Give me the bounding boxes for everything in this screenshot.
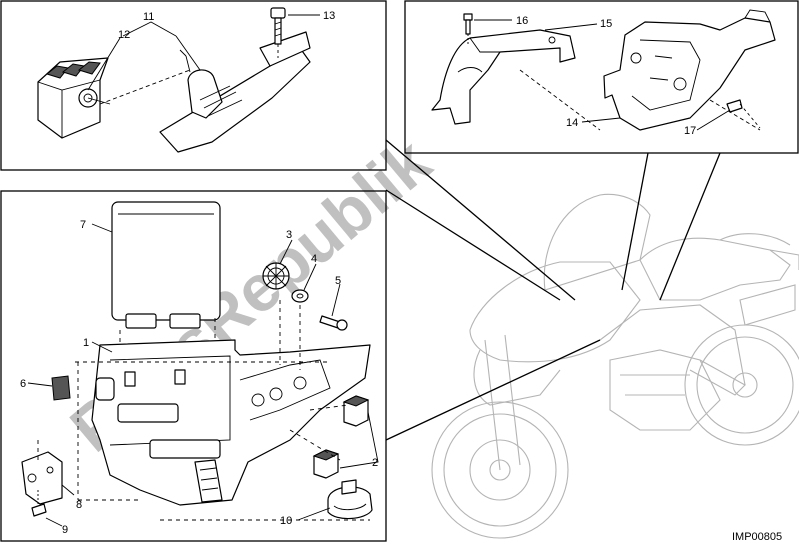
bracket-brace-11 — [122, 21, 177, 37]
screw-part-9 — [31, 490, 47, 517]
label-11: 11 — [143, 11, 154, 23]
bracket-part-11 — [159, 31, 311, 153]
callout-line-bottom-top — [385, 189, 561, 301]
ring-part-3 — [262, 262, 290, 290]
tray-part-1 — [91, 339, 371, 506]
label-6: 6 — [20, 378, 26, 390]
label-8: 8 — [76, 499, 82, 511]
label-3: 3 — [286, 229, 292, 241]
clamp-part-10 — [327, 479, 373, 520]
connector-block-part-12 — [37, 57, 111, 139]
screw-part-5 — [319, 315, 348, 331]
label-10: 10 — [280, 515, 292, 527]
label-12: 12 — [118, 29, 130, 41]
screw-part-17 — [726, 99, 761, 129]
rubber-block-part-2-b — [312, 449, 340, 479]
label-13: 13 — [323, 10, 335, 22]
label-9: 9 — [62, 524, 68, 536]
bracket-part-14 — [603, 9, 776, 131]
callout-line-top-left — [385, 139, 576, 301]
detail-box-top-right: 16 15 14 17 — [404, 0, 799, 154]
screw-part-16 — [463, 13, 473, 46]
screw-part-13 — [270, 7, 286, 58]
label-16: 16 — [516, 15, 528, 27]
callout-line-top-right-b — [659, 152, 721, 301]
label-5: 5 — [335, 275, 341, 287]
rubber-block-part-2-a — [342, 395, 370, 427]
detail-box-bottom-left: 7 3 4 5 1 6 2 8 9 10 — [0, 190, 387, 542]
bushing-part-4 — [291, 289, 309, 303]
label-15: 15 — [600, 18, 612, 30]
callout-line-top-right-a — [621, 152, 649, 291]
label-17: 17 — [684, 125, 696, 137]
label-7: 7 — [80, 219, 86, 231]
label-4: 4 — [311, 253, 317, 265]
bracket-part-8 — [21, 451, 63, 505]
label-1: 1 — [83, 337, 89, 349]
ecu-part-7 — [111, 201, 221, 329]
label-14: 14 — [566, 117, 578, 129]
cover-part-15 — [431, 29, 576, 125]
pad-part-6 — [51, 375, 71, 401]
motorcycle-outline — [431, 193, 799, 539]
label-2: 2 — [372, 457, 378, 469]
image-code: IMP00805 — [732, 531, 782, 543]
callout-line-bottom — [385, 339, 601, 441]
detail-box-top-left: 11 12 13 — [0, 0, 387, 171]
